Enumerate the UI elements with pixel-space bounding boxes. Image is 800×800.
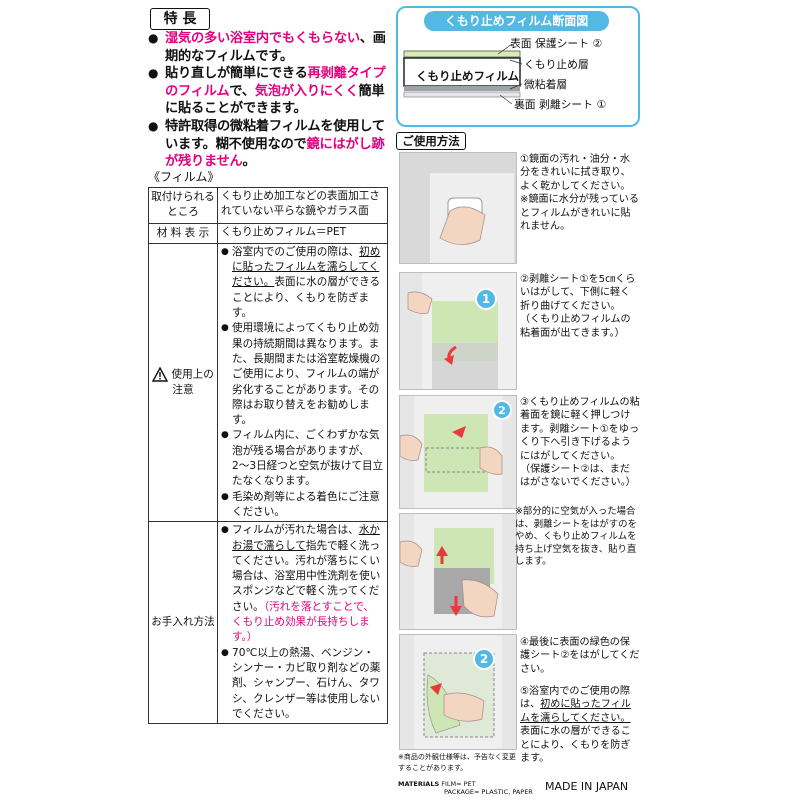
cross-section-diagram <box>403 43 523 105</box>
table-row: 取付けられるところ くもり止め加工などの表面加工されていない平らな鏡やガラス面 <box>148 187 388 224</box>
care-label: お手入れ方法 <box>148 521 218 725</box>
table-row: 使用上の注意 浴室内でのご使用の際は、初めに貼ったフィルムを濡らしてください。表… <box>148 242 388 523</box>
step-3-image: 2 <box>399 395 517 509</box>
step-1-text: ①鏡面の汚れ・油分・水分をきれいに拭き取り、よく乾かしてください。 ※鏡面に水分… <box>520 153 640 233</box>
list-item: 浴室内でのご使用の際は、初めに貼ったフィルムを濡らしてください。表面に水の層がで… <box>221 245 384 321</box>
materials-package: PACKAGE= PLASTIC, PAPER <box>444 787 533 796</box>
cross-section-box <box>396 6 640 127</box>
materials-film: FILM= PET <box>441 780 476 788</box>
film-layer <box>403 57 521 87</box>
leader-line <box>499 94 513 105</box>
badge-2-label: 2 <box>498 404 506 417</box>
feature-item: 湿気の多い浴室内でもくもらない、画期的なフィルムです。 <box>148 30 388 65</box>
badge-2b-label: 2 <box>480 652 488 666</box>
feature-item: 貼り直しが簡単にできる再剥離タイプのフィルムで、気泡が入りにくく簡単に貼ることが… <box>148 65 388 118</box>
care-list: フィルムが汚れた場合は、水かお湯で濡らして指先で軽く洗ってください。汚れが落ちに… <box>217 521 388 725</box>
materials-block: MATERIALS FILM= PET PACKAGE= PLASTIC, PA… <box>398 780 533 796</box>
step-3b-image <box>399 513 517 630</box>
badge-1-icon <box>475 288 497 310</box>
step-3-note: （保護シート②は、まだはがさないでください。） <box>520 464 636 489</box>
film-label: くもり止めフィルム <box>416 69 520 83</box>
list-item: 70℃以上の熱湯、ベンジン・シンナー・カビ取り剤などの薬剤、シャンプー、石けん、… <box>221 646 384 722</box>
press-film-illustration: 2 <box>400 396 512 508</box>
usage-title: ご使用方法 <box>396 132 466 150</box>
material-value: くもり止めフィルム＝PET <box>217 222 388 244</box>
step-2-note: （くもり止めフィルムの粘着面が出てきます。） <box>520 314 631 339</box>
remove-protect-sheet-illustration: 2 <box>414 635 502 749</box>
leader-line <box>509 59 523 65</box>
label-adhesive-layer: 微粘着層 <box>524 78 568 91</box>
made-in-label: MADE IN JAPAN <box>545 780 629 793</box>
caution-label: 使用上の注意 <box>171 368 214 396</box>
warning-icon <box>151 366 169 382</box>
step-1-note: ※鏡面に水分が残っているとフィルムがきれいに貼れません。 <box>520 194 639 233</box>
material-label: 材 料 表 示 <box>148 222 218 244</box>
step-3-text: ③くもり止めフィルムの粘着面を鏡に軽く押しつけます。剥離シート①をゆっくり下へ引… <box>520 396 640 490</box>
step-3-instruction: ③くもり止めフィルムの粘着面を鏡に軽く押しつけます。剥離シート①をゆっくり下へ引… <box>520 397 640 462</box>
list-item: 毛染め剤等による着色にご注意ください。 <box>221 490 384 521</box>
adhesive-layer <box>404 86 520 91</box>
features-list: 湿気の多い浴室内でもくもらない、画期的なフィルムです。貼り直しが簡単にできる再剥… <box>148 30 388 171</box>
peel-sheet-illustration: 1 <box>407 273 516 389</box>
step-2-image: 1 <box>399 272 517 390</box>
list-item: フィルム内に、ごくわずかな気泡が残る場合がありますが、2〜3日経つと空気が抜けて… <box>221 428 384 489</box>
pull-sheet-illustration <box>400 514 502 629</box>
wiping-hand-illustration <box>400 153 516 263</box>
step-4-image: 2 <box>399 634 517 750</box>
label-protect-sheet: 表面 保護シート ② <box>510 37 603 50</box>
badge-1-label: 1 <box>482 292 490 306</box>
table-row: 材 料 表 示 くもり止めフィルム＝PET <box>148 222 388 244</box>
step-4-text: ④最後に表面の緑色の保護シート②をはがしてください。 <box>520 637 640 675</box>
spec-table: 取付けられるところ くもり止め加工などの表面加工されていない平らな鏡やガラス面 … <box>148 187 388 725</box>
film-section-heading: 《フィルム》 <box>148 170 220 184</box>
step-3-air-note: ※部分的に空気が入った場合は、剥離シートをはがすのをやめ、くもり止めフィルムを持… <box>515 506 637 568</box>
step-1-instruction: ①鏡面の汚れ・油分・水分をきれいに拭き取り、よく乾かしてください。 <box>520 154 631 192</box>
badge-2b-icon <box>473 648 495 670</box>
materials-label: MATERIALS <box>398 780 440 788</box>
leader-line <box>497 43 513 55</box>
features-title: 特 長 <box>150 8 210 30</box>
cross-section-title: くもり止めフィルム断面図 <box>424 11 609 31</box>
table-row: お手入れ方法 フィルムが汚れた場合は、水かお湯で濡らして指先で軽く洗ってください… <box>148 521 388 725</box>
caution-list: 浴室内でのご使用の際は、初めに貼ったフィルムを濡らしてください。表面に水の層がで… <box>217 242 388 523</box>
list-item: 使用環境によってくもり止め効果の持続期間は異なります。また、長期間または浴室乾燥… <box>221 321 384 428</box>
feature-item: 特許取得の微粘着フィルムを使用しています。糊不使用なので鏡にはがし跡が残りません… <box>148 118 388 171</box>
caution-label-cell: 使用上の注意 <box>148 242 218 523</box>
label-release-sheet: 裏面 剥離シート ① <box>514 98 607 111</box>
label-antifog-layer: くもり止め層 <box>524 58 589 71</box>
step-2-text: ②剥離シート①を5㎝くらいはがして、下側に軽く折り曲げてください。 （くもり止め… <box>520 273 640 340</box>
step-5-text: ⑤浴室内でのご使用の際は、初めに貼ったフィルムを濡らしてください。表面に水の層が… <box>520 686 631 765</box>
step-1-image <box>399 152 517 264</box>
spec-change-note: ※商品の外観仕様等は、予告なく変更することがあります。 <box>398 753 516 772</box>
release-sheet-layer <box>403 91 521 98</box>
mount-value: くもり止め加工などの表面加工されていない平らな鏡やガラス面 <box>217 187 388 224</box>
badge-2-icon <box>492 400 512 420</box>
protect-sheet-layer <box>403 50 521 58</box>
list-item: フィルムが汚れた場合は、水かお湯で濡らして指先で軽く洗ってください。汚れが落ちに… <box>221 523 384 645</box>
step-2-instruction: ②剥離シート①を5㎝くらいはがして、下側に軽く折り曲げてください。 <box>520 274 636 312</box>
mount-label: 取付けられるところ <box>148 187 218 224</box>
leader-line <box>509 83 523 90</box>
